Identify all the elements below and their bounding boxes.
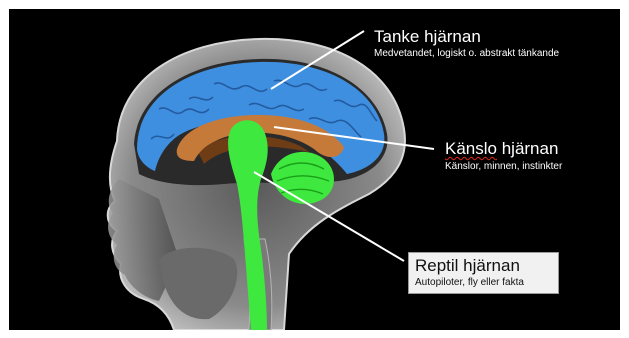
label-reptile-brain: Reptil hjärnan Autopiloter, fly eller fa…	[408, 252, 559, 294]
reptile-brain-title: Reptil hjärnan	[415, 256, 552, 276]
emotional-brain-title: Känslo hjärnan	[445, 139, 562, 159]
thinking-brain-title: Tanke hjärnan	[374, 27, 559, 47]
label-emotional-brain: Känslo hjärnan Känslor, minnen, instinkt…	[445, 139, 562, 173]
emotional-brain-subtitle: Känslor, minnen, instinkter	[445, 160, 562, 173]
label-thinking-brain: Tanke hjärnan Medvetandet, logiskt o. ab…	[374, 27, 559, 60]
brain-diagram: Tanke hjärnan Medvetandet, logiskt o. ab…	[9, 9, 620, 330]
emotional-brain-title-word: Känslo	[445, 139, 497, 158]
reptile-brain-subtitle: Autopiloter, fly eller fakta	[415, 276, 552, 289]
emotional-brain-title-rest: hjärnan	[497, 139, 558, 158]
thinking-brain-subtitle: Medvetandet, logiskt o. abstrakt tänkand…	[374, 47, 559, 60]
